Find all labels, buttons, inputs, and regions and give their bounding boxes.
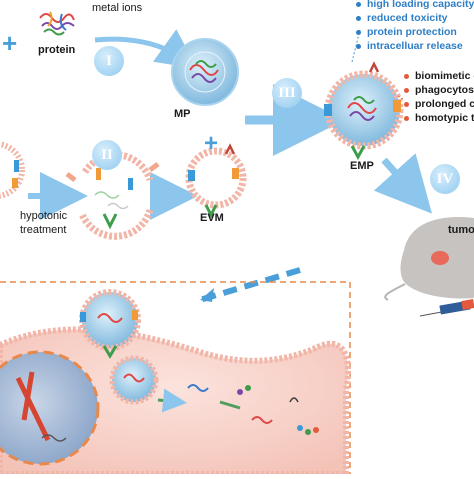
binding-emp bbox=[79, 289, 141, 359]
connector-emp-benefits bbox=[397, 95, 405, 101]
step-iv-badge: IV bbox=[430, 164, 460, 194]
mouse-illustration bbox=[384, 217, 474, 301]
dashed-arrow-to-cell bbox=[199, 267, 301, 303]
arrow-iv bbox=[373, 153, 433, 214]
target-cell bbox=[0, 326, 351, 477]
emp-benefit-item: prolonged ci bbox=[404, 98, 474, 110]
evm-label: EVM bbox=[200, 212, 224, 224]
zoom-box bbox=[0, 281, 351, 474]
mp-benefit-item: reduced toxicity bbox=[356, 12, 448, 24]
emp-benefit-item: homotypic ta bbox=[404, 112, 474, 124]
nucleus bbox=[0, 350, 100, 466]
plus-sign-left: + bbox=[2, 28, 18, 58]
mp-particle bbox=[171, 38, 239, 106]
syringe-icon bbox=[419, 299, 474, 317]
mp-benefit-item: high loading capacity bbox=[356, 0, 474, 10]
metal-ions-label: metal ions bbox=[92, 2, 143, 14]
mp-benefit-item: intracelluar release bbox=[356, 40, 463, 52]
emp-particle bbox=[324, 61, 404, 161]
emp-label: EMP bbox=[350, 160, 374, 172]
step-ii-badge: II bbox=[92, 140, 122, 170]
ruptured-cell bbox=[65, 151, 160, 240]
evm-vesicle bbox=[185, 143, 247, 219]
emp-benefit-item: phagocytosis bbox=[404, 84, 474, 96]
protein-label: protein bbox=[38, 44, 76, 56]
left-partial-vesicle bbox=[0, 141, 25, 199]
hypotonic-label-line2: treatment bbox=[20, 224, 67, 236]
hypotonic-label-line1: hypotonic bbox=[20, 210, 68, 222]
protein-cluster bbox=[39, 11, 75, 36]
emp-benefit-item: biomimetic c bbox=[404, 70, 474, 82]
step-iii-badge: III bbox=[272, 78, 302, 108]
step-i-badge: I bbox=[94, 46, 124, 76]
mp-label: MP bbox=[174, 108, 191, 120]
plus-sign-middle: + bbox=[204, 130, 219, 157]
tumor-label: tumo bbox=[448, 224, 474, 236]
mp-benefit-item: protein protection bbox=[356, 26, 457, 38]
